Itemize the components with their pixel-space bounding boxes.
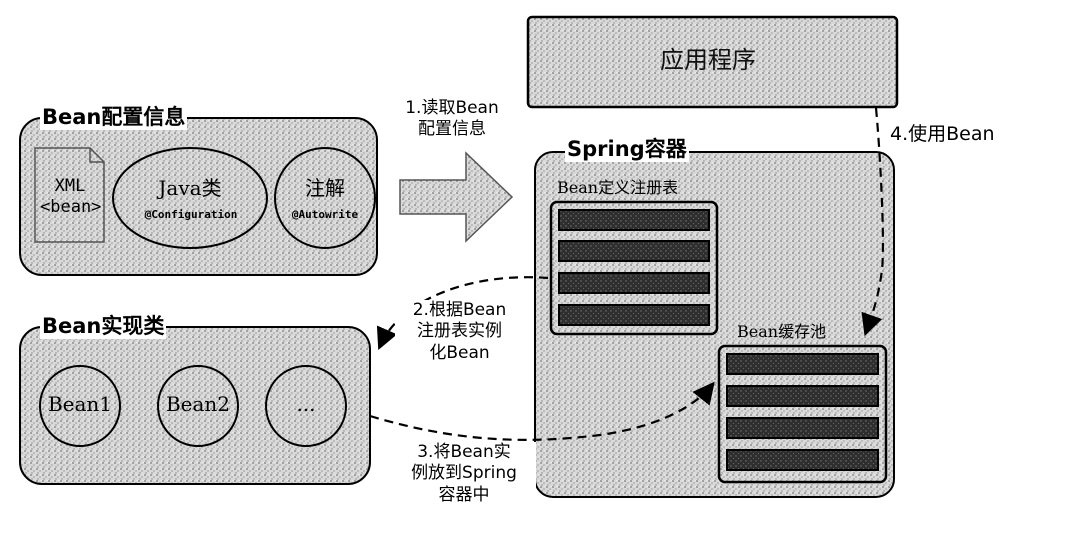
bean-impl-title: Bean实现类 [40, 313, 167, 340]
step1-label: 1.读取Bean 配置信息 [395, 98, 509, 141]
configuration-annotation: @Configuration [144, 208, 238, 221]
bean2-circle [157, 365, 239, 447]
step1-line1: 1.读取Bean [405, 98, 499, 118]
bean1-circle [39, 365, 121, 447]
spring-container-title: Spring容器 [565, 136, 689, 163]
instantiate-arrow [376, 276, 549, 351]
step3-label: 3.将Bean实 例放到Spring 容器中 [392, 442, 536, 506]
registry-entry [558, 304, 710, 326]
registry-entry [558, 240, 710, 262]
bean-more-label: ... [296, 392, 316, 416]
bean2-label: Bean2 [165, 392, 231, 416]
xml-label-line2: <bean> [40, 197, 102, 218]
bean-config-title: Bean配置信息 [40, 104, 188, 131]
use-bean-arrow [861, 107, 885, 337]
step3-line3: 容器中 [438, 484, 490, 505]
xml-document-icon [34, 147, 105, 243]
cache-entry [726, 417, 879, 439]
registry-entry [558, 272, 710, 294]
cache-pool-title: Bean缓存池 [737, 322, 827, 341]
step2-line3: 化Bean [429, 342, 490, 363]
application-box [526, 15, 899, 109]
step3-line2: 例放到Spring [411, 463, 517, 484]
cache-entry [726, 449, 879, 471]
bean-cache-pool [717, 344, 888, 484]
bean1-label: Bean1 [47, 392, 113, 416]
read-config-arrow [399, 151, 514, 243]
java-class-ellipse [112, 147, 268, 249]
step2-line1: 2.根据Bean [412, 300, 507, 320]
annotation-label: 注解 [305, 176, 345, 200]
step1-line2: 配置信息 [418, 119, 486, 140]
bean-definition-registry [549, 200, 719, 336]
xml-label: XML <bean> [40, 176, 102, 219]
put-into-container-arrow [369, 381, 715, 441]
step3-line1: 3.将Bean实 [417, 442, 511, 462]
registry-title: Bean定义注册表 [557, 178, 679, 197]
autowrite-annotation: @Autowrite [291, 208, 359, 221]
java-class-label: Java类 [158, 176, 222, 200]
cache-entry [726, 353, 879, 375]
application-label: 应用程序 [660, 46, 756, 74]
annotation-ellipse [274, 147, 376, 249]
step4-label: 4.使用Bean [888, 123, 997, 147]
step2-line2: 注册表实例 [417, 321, 502, 342]
xml-label-line1: XML [54, 176, 86, 196]
step2-label: 2.根据Bean 注册表实例 化Bean [395, 300, 524, 364]
registry-entry [558, 209, 710, 231]
cache-entry [726, 385, 879, 407]
bean-more-circle [265, 365, 347, 447]
